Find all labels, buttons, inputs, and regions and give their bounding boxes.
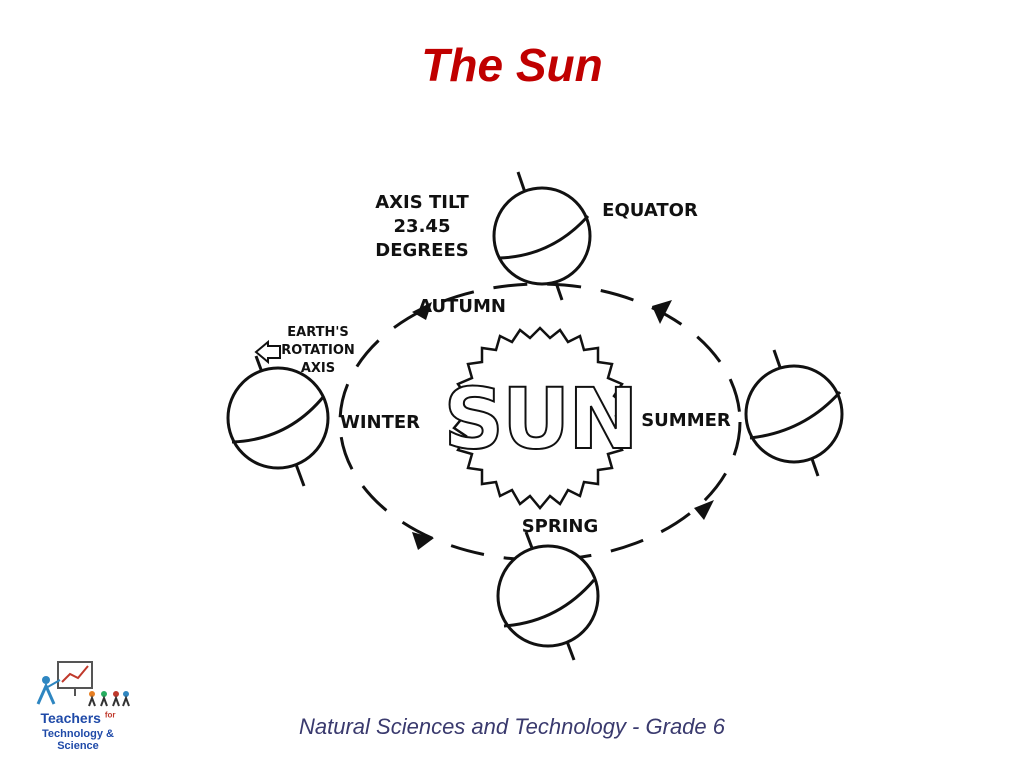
season-label-winter: WINTER <box>340 412 420 433</box>
rotation-axis-pointer-icon <box>254 339 281 365</box>
season-label-spring: SPRING <box>522 516 599 537</box>
axis-tilt-line-1: AXIS TILT <box>375 192 469 213</box>
earth-globe-autumn <box>492 186 592 286</box>
orbit-arrow-bottom-right <box>694 500 714 520</box>
earth-summer <box>744 349 844 477</box>
earth-globe-spring <box>496 544 600 648</box>
orbit-arrow-top-left <box>412 302 432 320</box>
logo-word-teachers: Teachers <box>40 710 101 726</box>
earth-globe-winter <box>226 366 330 470</box>
orbit-arrow-bottom-left <box>412 532 434 550</box>
sun-corona <box>452 326 628 510</box>
slide-title: The Sun <box>421 39 603 91</box>
logo-word-for: for <box>104 710 116 720</box>
equator-line-winter <box>231 395 326 444</box>
rotation-axis-line-2: ROTATION <box>281 343 355 358</box>
rotation-axis-line-1: EARTH'S <box>287 325 348 340</box>
equator-line-summer <box>749 390 842 440</box>
teachers-logo: Teachers for Technology & Science <box>22 658 134 752</box>
slide-footer: Natural Sciences and Technology - Grade … <box>299 714 725 739</box>
rotation-axis-line-3: AXIS <box>301 361 335 376</box>
axis-tilt-line-3: DEGREES <box>375 240 468 261</box>
earth-winter <box>226 355 330 487</box>
logo-line-2: Technology & Science <box>42 728 114 752</box>
season-label-summer: SUMMER <box>641 410 731 431</box>
equator-line-spring <box>503 579 596 628</box>
logo-figures-icon <box>36 661 130 707</box>
equator-line-autumn <box>499 214 590 260</box>
earth-globe-summer <box>744 364 844 464</box>
earth-autumn <box>492 171 592 301</box>
sun: SUN <box>442 326 640 510</box>
sun-label: SUN <box>443 370 636 468</box>
logo-line-1: Teachers for <box>22 710 134 726</box>
earth-orbit-diagram: SUN AUTUMN WINTER <box>180 160 870 670</box>
equator-label: EQUATOR <box>602 200 698 221</box>
orbit-path <box>338 282 742 562</box>
season-label-autumn: AUTUMN <box>418 296 506 317</box>
earth-spring <box>496 531 600 661</box>
orbit-svg: SUN AUTUMN WINTER <box>226 171 844 661</box>
orbit-arrow-top-right <box>652 300 672 324</box>
axis-tilt-line-2: 23.45 <box>394 216 451 237</box>
